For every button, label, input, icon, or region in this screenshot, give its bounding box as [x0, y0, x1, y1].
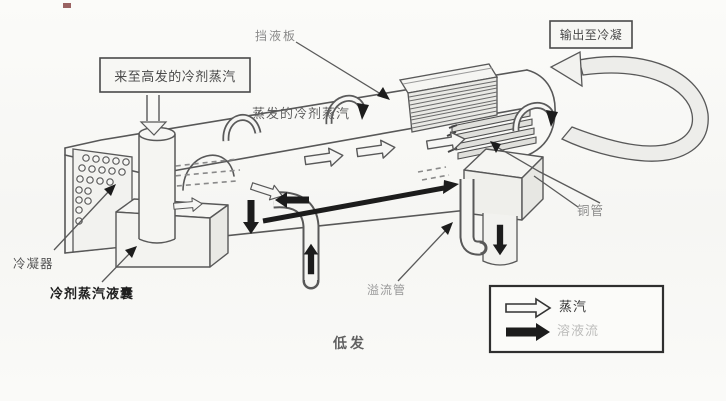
solution-arrow-up-pipe	[303, 243, 319, 275]
copper-tube-label: 铜管	[577, 203, 605, 218]
condenser-tube-ends	[75, 154, 130, 225]
legend-solution-arrow-icon	[506, 323, 550, 341]
vapor-arrow-left	[173, 197, 203, 212]
low-pressure-generator-label: 低发	[333, 336, 367, 352]
solution-arrow-long-shaft	[262, 185, 445, 224]
scan-artifact	[63, 3, 71, 8]
baffle-plate-label: 挡液板	[255, 29, 298, 43]
outlet-curved-arrow	[549, 50, 709, 162]
legend-solution-label: 溶液流	[557, 324, 600, 339]
legend-box	[488, 284, 665, 354]
outlet-arrowhead	[549, 50, 583, 88]
refrigerant-inlet-pipe	[146, 95, 160, 121]
baffle-louver-lines	[402, 67, 498, 129]
solution-box	[463, 148, 544, 221]
inlet-label-box	[99, 57, 251, 93]
inlet-down-arrowhead	[139, 121, 168, 136]
baffle-plate-stack	[398, 63, 499, 133]
evaporated-vapor-label: 蒸发的冷剂蒸汽	[252, 107, 351, 122]
vapor-arrow-mid-1	[303, 147, 344, 167]
loop-arrowhead	[357, 103, 369, 120]
condenser-label: 冷凝器	[13, 256, 54, 271]
legend-vapor-arrow-icon	[505, 297, 552, 319]
solution-arrow-left	[275, 192, 309, 208]
vapor-loop-arrows	[222, 94, 558, 142]
outlet-label-box	[549, 20, 633, 49]
inlet-cylinder	[138, 121, 176, 244]
loop-arrowhead-2	[546, 110, 558, 127]
outlet-to-condenser-label: 输出至冷凝	[559, 28, 623, 42]
overflow-pipe-right	[459, 179, 488, 256]
vapor-arrow-lower	[249, 182, 283, 201]
copper-tube-bundle	[446, 109, 537, 160]
vapor-flow-arrows	[173, 131, 466, 212]
vessel-shell-arch	[182, 154, 235, 191]
solution-arrow-down-right	[492, 224, 508, 256]
leader-lines	[53, 41, 601, 283]
solution-flow-arrows	[243, 180, 508, 275]
legend	[488, 284, 665, 354]
overflow-pipe-label: 溢流管	[367, 283, 407, 297]
vapor-spray-dashed-lines	[139, 158, 450, 190]
legend-vapor-label: 蒸汽	[559, 300, 588, 315]
vapor-arrow-mid-2	[355, 139, 396, 159]
vapor-arrow-right	[425, 131, 466, 151]
solution-arrow-long-head	[443, 180, 459, 194]
inlet-vapor-label: 来至高发的冷剂蒸汽	[114, 69, 236, 85]
solution-arrow-down-left	[243, 200, 259, 234]
liquid-bag-label: 冷剂蒸汽液囊	[50, 287, 135, 302]
